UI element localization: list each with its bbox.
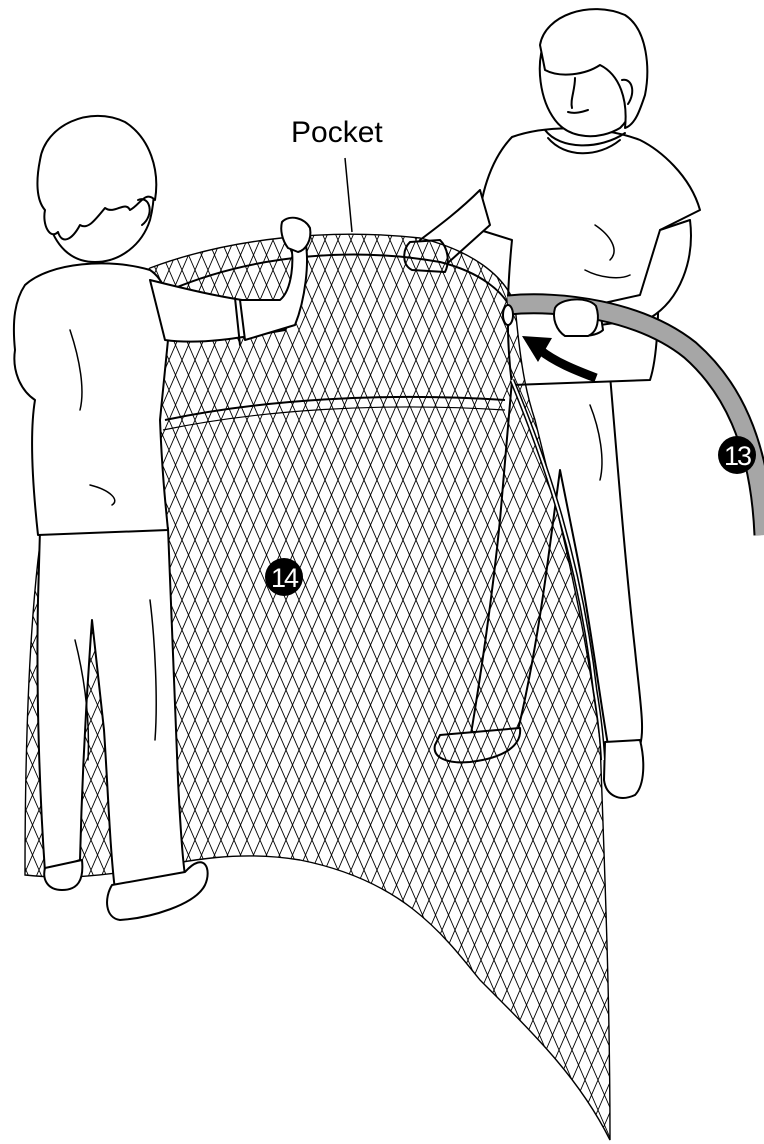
- right-person-hand-on-pole: [554, 299, 598, 336]
- left-person-trousers: [37, 528, 185, 890]
- pocket-callout: Pocket: [291, 116, 383, 232]
- pocket-label: Pocket: [291, 116, 383, 149]
- callout-13-badge: 13: [718, 436, 756, 474]
- pocket-leader-line: [345, 158, 352, 232]
- callout-13-text: 13: [724, 441, 751, 471]
- pole-13-end: [503, 305, 513, 325]
- callout-14-badge: 14: [265, 558, 303, 596]
- callout-14-text: 14: [271, 563, 299, 593]
- left-person-tshirt: [14, 263, 170, 535]
- right-person-shoe-right: [604, 740, 643, 798]
